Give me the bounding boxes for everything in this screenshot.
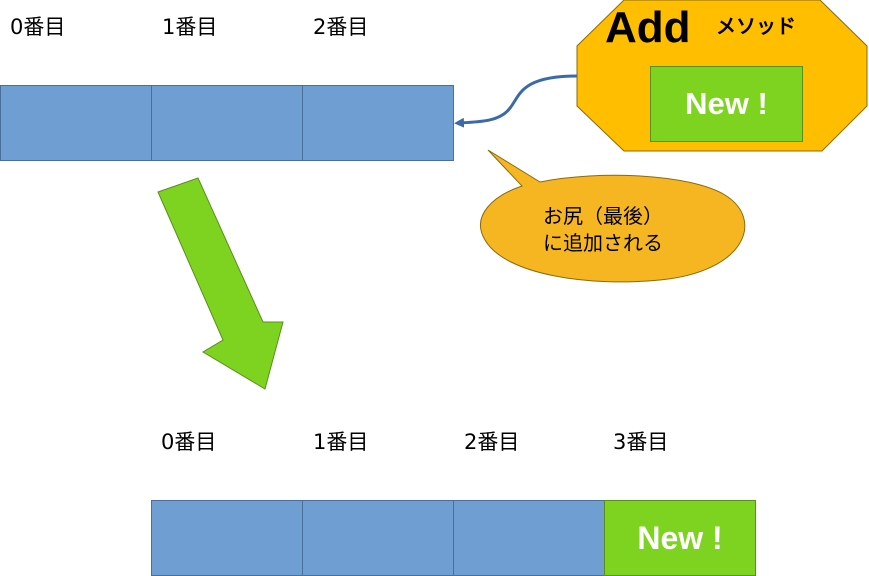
down-arrow — [157, 177, 284, 390]
callout-text: お尻（最後） に追加される — [543, 203, 663, 257]
top-array-cell-0 — [0, 85, 152, 161]
method-new-item: New ! — [650, 66, 803, 142]
top-index-label-0: 0番目 — [10, 15, 66, 39]
bottom-index-label-2: 2番目 — [464, 430, 520, 454]
top-index-label-1: 1番目 — [162, 15, 218, 39]
bottom-array-new-cell: New ! — [604, 500, 756, 576]
method-subtitle: メソッド — [716, 14, 796, 38]
top-array-cell-2 — [302, 85, 454, 161]
bottom-index-label-3: 3番目 — [613, 430, 669, 454]
bottom-array-cell-1 — [302, 500, 454, 576]
callout-bubble — [479, 149, 746, 283]
callout-line-1: お尻（最後） — [543, 204, 663, 228]
connector-arrow — [454, 74, 578, 128]
top-index-label-2: 2番目 — [313, 15, 369, 39]
top-array-cell-1 — [151, 85, 303, 161]
bottom-index-label-0: 0番目 — [161, 430, 217, 454]
bottom-index-label-1: 1番目 — [313, 430, 369, 454]
bottom-array-cell-0 — [151, 500, 303, 576]
callout-line-2: に追加される — [543, 231, 663, 255]
method-title: Add — [605, 3, 691, 52]
bottom-array-cell-2 — [453, 500, 605, 576]
